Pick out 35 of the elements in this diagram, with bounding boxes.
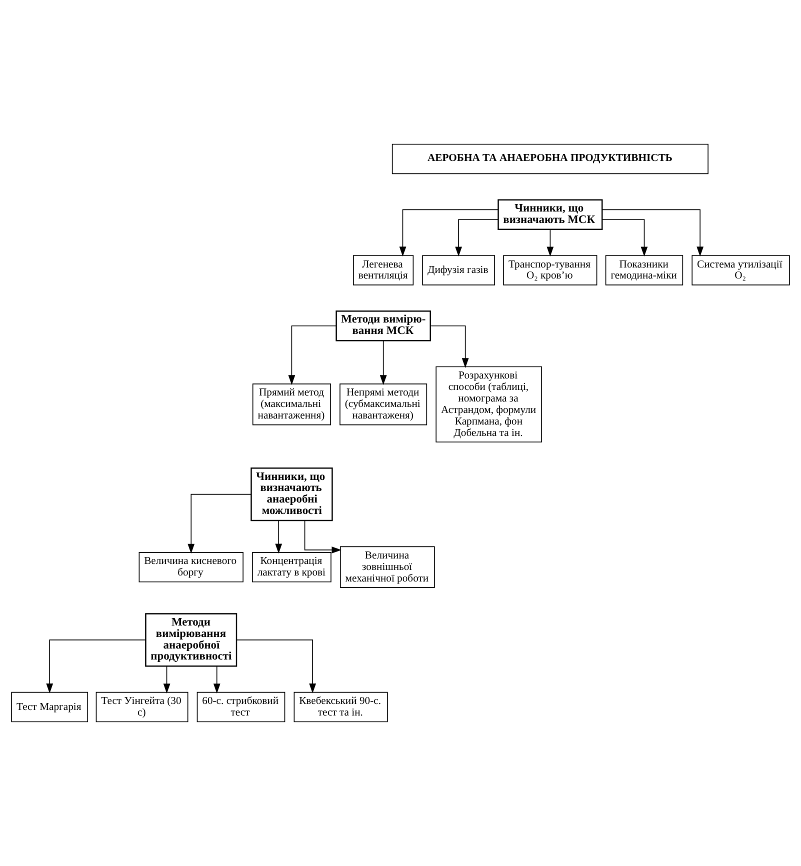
arrow [430,325,469,368]
arrow [213,666,220,694]
arrow [236,640,316,694]
arrow [163,666,170,694]
node-box: Квебекський 90-с. тест та ін. [294,692,388,722]
arrow [380,340,387,385]
node-box: Величина кисневого боргу [138,552,244,582]
node-box: 60-с. стрибковий тест [196,692,286,722]
node-box: Легенева вентиляція [353,255,414,286]
node-box: АЕРОБНА ТА АНАЕРОБНА ПРОДУКТИВНІСТЬ [392,144,708,174]
arrow [275,520,282,554]
node-box: Тест Уінгейта (30 с) [96,692,188,722]
arrow [455,219,499,257]
node-box: Чинники, що визначають МСК [498,199,603,230]
node-box: Методи вимірювання анаеробної продуктивності [145,613,238,667]
node-box: Прямий метод (максимальні навантаження) [252,384,331,426]
arrow [188,494,252,554]
node-box: Непрямі методи (субмаксимальні навантаженя) [340,384,428,426]
node-box: Показники гемодина-міки [605,255,684,286]
arrow [46,640,146,694]
node-box: Чинники, що визначають анаеробні можливості [250,468,333,522]
arrow [304,520,342,554]
arrow [602,219,648,257]
node-box: Концентрація лактату в крові [252,552,332,582]
node-box: Дифузія газів [422,255,495,286]
node-box: Розрахункові способи (таблиці, номограма за Астрандом, формули Карпмана, фон Добельна та ін. [436,366,542,442]
arrow [602,209,704,257]
node-box: Методи вимірю-вання МСК [336,310,431,342]
node-box: Тест Маргарія [11,692,88,722]
arrow [399,209,499,257]
node-box: Величина зовнішньої механічної роботи [340,546,435,588]
node-box: Транспор-тування O₂ кров’ю [503,255,598,286]
arrow [288,325,337,385]
arrow [546,229,554,257]
node-box: Система утилізації O₂ [692,255,790,286]
